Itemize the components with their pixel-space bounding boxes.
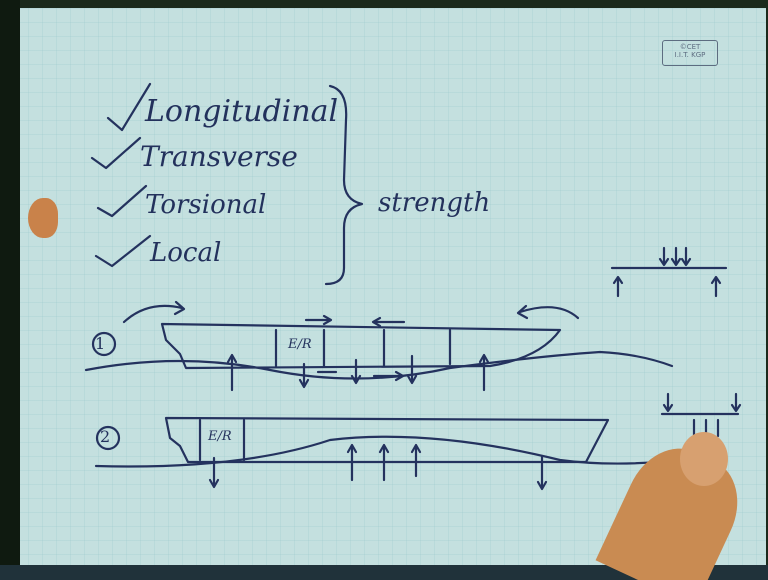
curly-brace bbox=[324, 84, 364, 286]
checkmark-icon bbox=[94, 234, 152, 268]
sketch-2-hull bbox=[164, 416, 610, 464]
list-item-local: Local bbox=[150, 238, 222, 268]
copyright-stamp: ©CET I.I.T. KGP bbox=[662, 40, 718, 66]
list-item-longitudinal: Longitudinal bbox=[145, 94, 339, 129]
sketch-2-marker: 2 bbox=[100, 427, 111, 446]
bottom-edge bbox=[0, 565, 768, 580]
list-item-torsional: Torsional bbox=[145, 190, 267, 220]
sketch-1-engine-room-label: E/R bbox=[288, 337, 312, 352]
checkmark-icon bbox=[106, 82, 152, 132]
marker-circle-1 bbox=[91, 331, 117, 357]
finger-left bbox=[28, 198, 58, 238]
stamp-line-2: I.I.T. KGP bbox=[674, 51, 706, 59]
stamp-line-1: ©CET bbox=[679, 43, 701, 51]
group-label-strength: strength bbox=[378, 188, 491, 218]
left-edge-shadow bbox=[0, 0, 20, 580]
finger-tip-right bbox=[680, 432, 728, 486]
list-item-transverse: Transverse bbox=[140, 140, 298, 173]
checkmark-icon bbox=[90, 136, 142, 170]
sketch-2-wave bbox=[94, 435, 702, 468]
sketch-2-engine-room-label: E/R bbox=[208, 429, 232, 444]
marker-circle-2 bbox=[95, 425, 121, 451]
sketch-1-hull bbox=[160, 322, 562, 370]
checkmark-icon bbox=[96, 184, 148, 218]
sketch-1-marker: 1 bbox=[95, 334, 106, 353]
sketch-1-wave bbox=[84, 350, 674, 380]
